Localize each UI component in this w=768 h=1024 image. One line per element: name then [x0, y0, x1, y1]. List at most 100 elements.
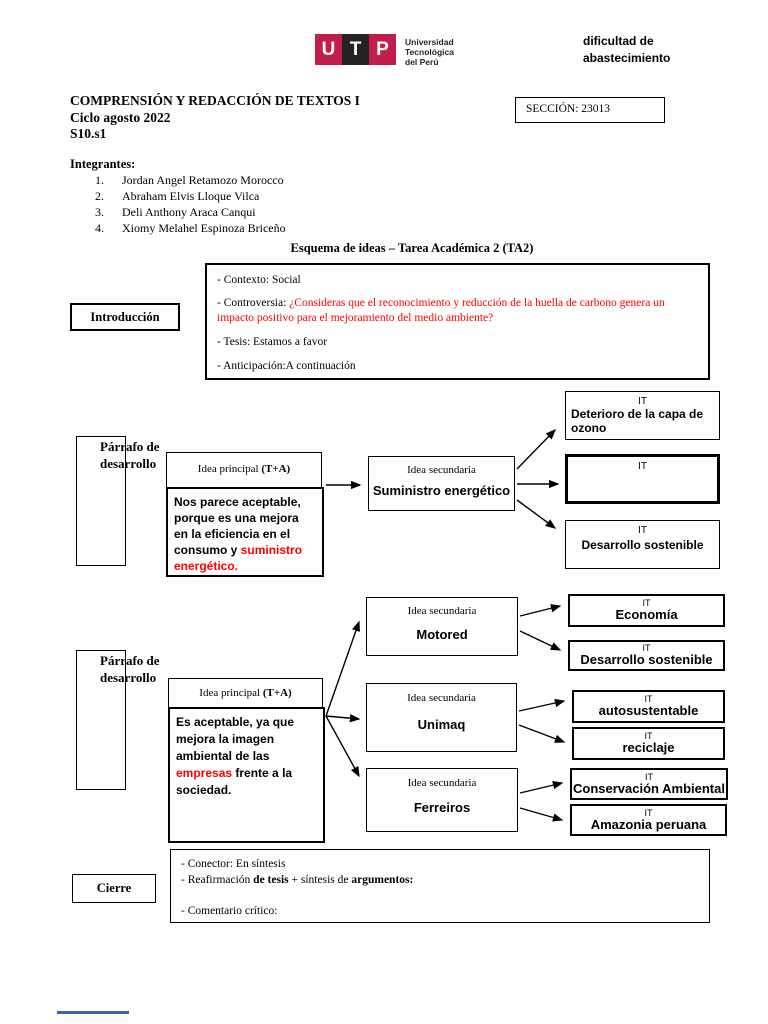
it-tag: IT	[638, 461, 647, 472]
cierre-content-box: - Conector: En síntesis - Reafirmación d…	[170, 849, 710, 923]
idea-secundaria-label: Ferreiros	[413, 800, 471, 815]
p2-label-line: Párrafo de	[100, 653, 160, 668]
course-block: COMPRENSIÓN Y REDACCIÓN DE TEXTOS I Cicl…	[70, 93, 360, 143]
intro-controversia-label: - Controversia:	[217, 297, 290, 309]
p1-it-box-3: IT Desarrollo sostenible	[565, 520, 720, 569]
p1-it-box-1: IT Deterioro de la capa de ozono	[565, 391, 720, 440]
course-title: COMPRENSIÓN Y REDACCIÓN DE TEXTOS I	[70, 93, 360, 108]
idea-secundaria-header: Idea secundaria	[407, 777, 477, 789]
p2-main-text-red: empresas	[176, 766, 233, 780]
note-line: dificultad de	[583, 34, 654, 48]
members-list: Integrantes: 1.Jordan Angel Retamozo Mor…	[70, 156, 286, 236]
supply-difficulty-note: dificultad de abastecimiento	[583, 33, 670, 67]
p2-idea-secundaria-unimaq: Idea secundaria Unimaq	[366, 683, 517, 752]
intro-controversia: - Controversia: ¿Consideras que el recon…	[217, 296, 698, 326]
p2-main-text-b: frente a la sociedad.	[176, 766, 293, 797]
idea-secundaria-label: Motored	[416, 627, 468, 642]
it-label: autosustentable	[598, 703, 699, 718]
p1-label: Párrafo de desarrollo	[100, 438, 160, 472]
it-label: Desarrollo sostenible	[580, 652, 713, 667]
it-tag: IT	[644, 694, 653, 704]
p2-idea-principal-body: Es aceptable, ya que mejora la imagen am…	[168, 707, 325, 843]
p2-idea-principal-header: Idea principal (T+A)	[168, 678, 323, 708]
idea-principal-ta: (T+A)	[261, 463, 291, 475]
p1-label-line: Párrafo de	[100, 439, 160, 454]
utp-logo: U T P	[315, 34, 396, 65]
idea-principal-ta: (T+A)	[262, 687, 292, 699]
p2-frame	[76, 650, 126, 790]
cierre-text: - Reafirmación	[181, 874, 254, 886]
arrow-ferreiros-to-amazonia	[519, 807, 564, 822]
arrow-p2-to-motored	[325, 620, 360, 717]
it-tag: IT	[644, 807, 653, 818]
p1-idea-secundaria-label: Suministro energético	[372, 483, 511, 498]
logo-square-t: T	[342, 34, 369, 65]
logo-square-p: P	[369, 34, 396, 65]
logo-caption-line: del Perú	[405, 57, 439, 67]
logo-caption: Universidad Tecnológica del Perú	[405, 37, 454, 67]
member-item: 4. Xiomy Melahel Espinoza Briceño	[95, 220, 286, 236]
member-name: Jordan Angel Retamozo Morocco	[122, 173, 284, 187]
p2-it-reciclaje: IT reciclaje	[572, 727, 725, 760]
idea-secundaria-header: Idea secundaria	[407, 692, 476, 704]
it-tag: IT	[642, 643, 651, 653]
p2-idea-secundaria-ferreiros: Idea secundaria Ferreiros	[366, 768, 518, 832]
it-label: Desarrollo sostenible	[581, 538, 704, 552]
cierre-conector: - Conector: En síntesis	[181, 858, 286, 870]
p1-idea-secundaria-box: Idea secundaria Suministro energético	[368, 456, 515, 511]
course-cycle: Ciclo agosto 2022	[70, 109, 171, 125]
idea-secundaria-header: Idea secundaria	[407, 464, 476, 476]
it-tag: IT	[644, 731, 653, 741]
cierre-reafirmacion: - Reafirmación de tesis + síntesis de ar…	[181, 873, 699, 888]
scheme-title: Esquema de ideas – Tarea Académica 2 (TA…	[290, 241, 534, 255]
member-number: 2.	[95, 189, 104, 203]
intro-label-box: Introducción	[70, 303, 180, 331]
member-name: Xiomy Melahel Espinoza Briceño	[122, 221, 286, 235]
it-tag: IT	[638, 396, 647, 407]
arrow-p2-to-unimaq	[325, 713, 361, 723]
p2-it-desarrollo-sostenible: IT Desarrollo sostenible	[568, 640, 725, 671]
member-number: 3.	[95, 205, 104, 219]
p1-idea-principal-body: Nos parece aceptable, porque es una mejo…	[166, 487, 324, 577]
it-label: Deterioro de la capa de ozono	[571, 407, 704, 435]
arrow-p1-to-it3	[516, 499, 557, 529]
arrow-motored-to-economia	[519, 604, 562, 617]
p1-it-box-2: IT	[565, 454, 720, 504]
p2-main-text-a: Es aceptable, ya que mejora la imagen am…	[176, 715, 295, 763]
logo-caption-line: Tecnológica	[405, 47, 454, 57]
arrow-motored-to-desarrollo	[519, 630, 562, 651]
it-tag: IT	[642, 598, 651, 608]
member-name: Deli Anthony Araca Canqui	[122, 205, 256, 219]
idea-principal-text: Idea principal	[197, 463, 262, 475]
logo-square-u: U	[315, 34, 342, 65]
member-item: 1.Jordan Angel Retamozo Morocco	[95, 172, 286, 188]
footer-blue-rule	[57, 1011, 129, 1014]
p2-label-line: desarrollo	[100, 670, 157, 685]
it-tag: IT	[645, 771, 653, 782]
intro-anticipacion: - Anticipación:A continuación	[217, 360, 356, 372]
p1-frame	[76, 436, 126, 566]
it-label: Economía	[615, 607, 678, 622]
idea-secundaria-label: Unimaq	[417, 717, 466, 732]
p2-idea-secundaria-motored: Idea secundaria Motored	[366, 597, 518, 656]
p1-main-text-red: suministro energético.	[174, 543, 303, 573]
it-label: Conservación Ambiental	[573, 780, 725, 796]
arrow-unimaq-to-reciclaje	[518, 724, 566, 743]
idea-principal-text: Idea principal	[199, 687, 263, 699]
cierre-text: + síntesis de	[288, 874, 352, 886]
intro-content-box: - Contexto: Social - Controversia: ¿Cons…	[205, 263, 710, 380]
cierre-label-box: Cierre	[72, 874, 156, 903]
member-item: 2.Abraham Elvis Lloque Vilca	[95, 188, 286, 204]
logo-caption-line: Universidad	[405, 37, 454, 47]
note-line: abastecimiento	[583, 51, 671, 65]
cierre-text-bold: de tesis	[253, 874, 289, 886]
p2-it-conservacion-ambiental: IT Conservación Ambiental	[570, 768, 728, 800]
course-session: S10.s1	[70, 126, 107, 141]
it-tag: IT	[638, 525, 647, 536]
arrow-ferreiros-to-conservacion	[519, 781, 564, 794]
member-number: 4.	[95, 221, 104, 235]
p2-it-amazonia-peruana: IT Amazonia peruana	[570, 804, 727, 836]
section-box: SECCIÓN: 23013	[515, 97, 665, 123]
p1-label-line: desarrollo	[100, 456, 157, 471]
member-item: 3. Deli Anthony Araca Canqui	[95, 204, 286, 220]
